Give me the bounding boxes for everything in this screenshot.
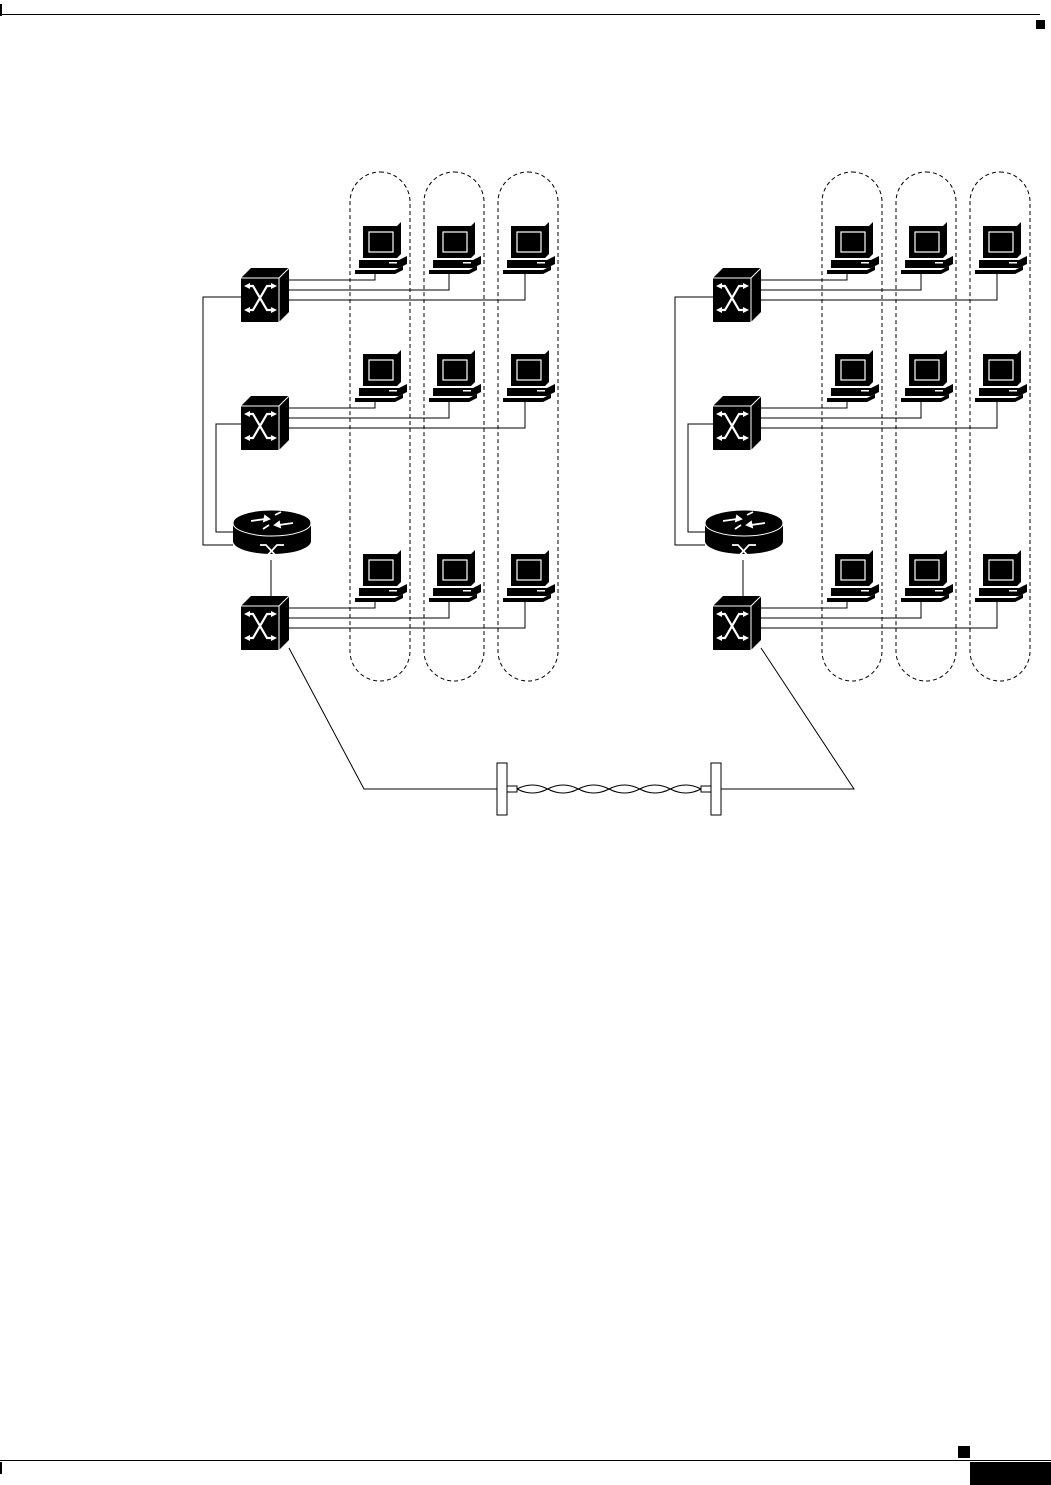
workstation-link xyxy=(289,602,449,618)
workstation-link xyxy=(761,602,997,628)
switch-icon xyxy=(241,268,289,322)
workstation-icon xyxy=(975,222,1027,274)
workstation-icon xyxy=(429,222,481,274)
uplink-line xyxy=(675,297,713,545)
site-left xyxy=(203,172,558,681)
workstation-link xyxy=(761,602,921,618)
workstation-link xyxy=(761,602,847,608)
wan-line-right xyxy=(721,648,854,789)
workstation-link xyxy=(289,602,375,608)
uplink-line xyxy=(216,424,241,532)
workstation-link xyxy=(289,402,375,408)
workstation-icon xyxy=(355,222,407,274)
wan-line-left xyxy=(289,648,497,789)
workstation-icon xyxy=(901,350,953,402)
workstation-icon xyxy=(355,550,407,602)
workstation-icon xyxy=(355,350,407,402)
workstation-link xyxy=(289,602,525,628)
site-right xyxy=(675,172,1030,681)
workstation-icon xyxy=(503,550,555,602)
workstation-icon xyxy=(827,350,879,402)
router-icon xyxy=(233,510,311,557)
connector-icon xyxy=(507,786,517,792)
connector-icon xyxy=(701,786,711,792)
workstation-link xyxy=(289,274,375,280)
twisted-pair-strand xyxy=(517,789,701,793)
workstation-icon xyxy=(827,222,879,274)
connector-icon xyxy=(497,763,507,815)
workstation-link xyxy=(289,274,449,290)
workstation-icon xyxy=(975,350,1027,402)
workstation-link xyxy=(761,402,997,428)
workstation-icon xyxy=(429,350,481,402)
router-icon xyxy=(705,510,783,557)
workstation-link xyxy=(761,274,847,280)
switch-icon xyxy=(713,268,761,322)
workstation-link xyxy=(289,274,525,300)
workstation-icon xyxy=(429,550,481,602)
workstation-link xyxy=(761,274,921,290)
workstation-icon xyxy=(827,550,879,602)
switch-icon xyxy=(241,396,289,450)
workstation-icon xyxy=(503,350,555,402)
workstation-icon xyxy=(975,550,1027,602)
workstation-link xyxy=(289,402,525,428)
switch-icon xyxy=(713,396,761,450)
switch-icon xyxy=(713,596,761,650)
workstation-link xyxy=(761,402,847,408)
twisted-pair-strand xyxy=(517,785,701,789)
workstation-link xyxy=(761,402,921,418)
workstation-icon xyxy=(901,550,953,602)
workstation-icon xyxy=(503,222,555,274)
uplink-line xyxy=(203,297,241,545)
wan-link xyxy=(289,648,854,815)
workstation-link xyxy=(289,402,449,418)
uplink-line xyxy=(688,424,713,532)
connector-icon xyxy=(711,763,721,815)
workstation-icon xyxy=(901,222,953,274)
switch-icon xyxy=(241,596,289,650)
workstation-link xyxy=(761,274,997,300)
